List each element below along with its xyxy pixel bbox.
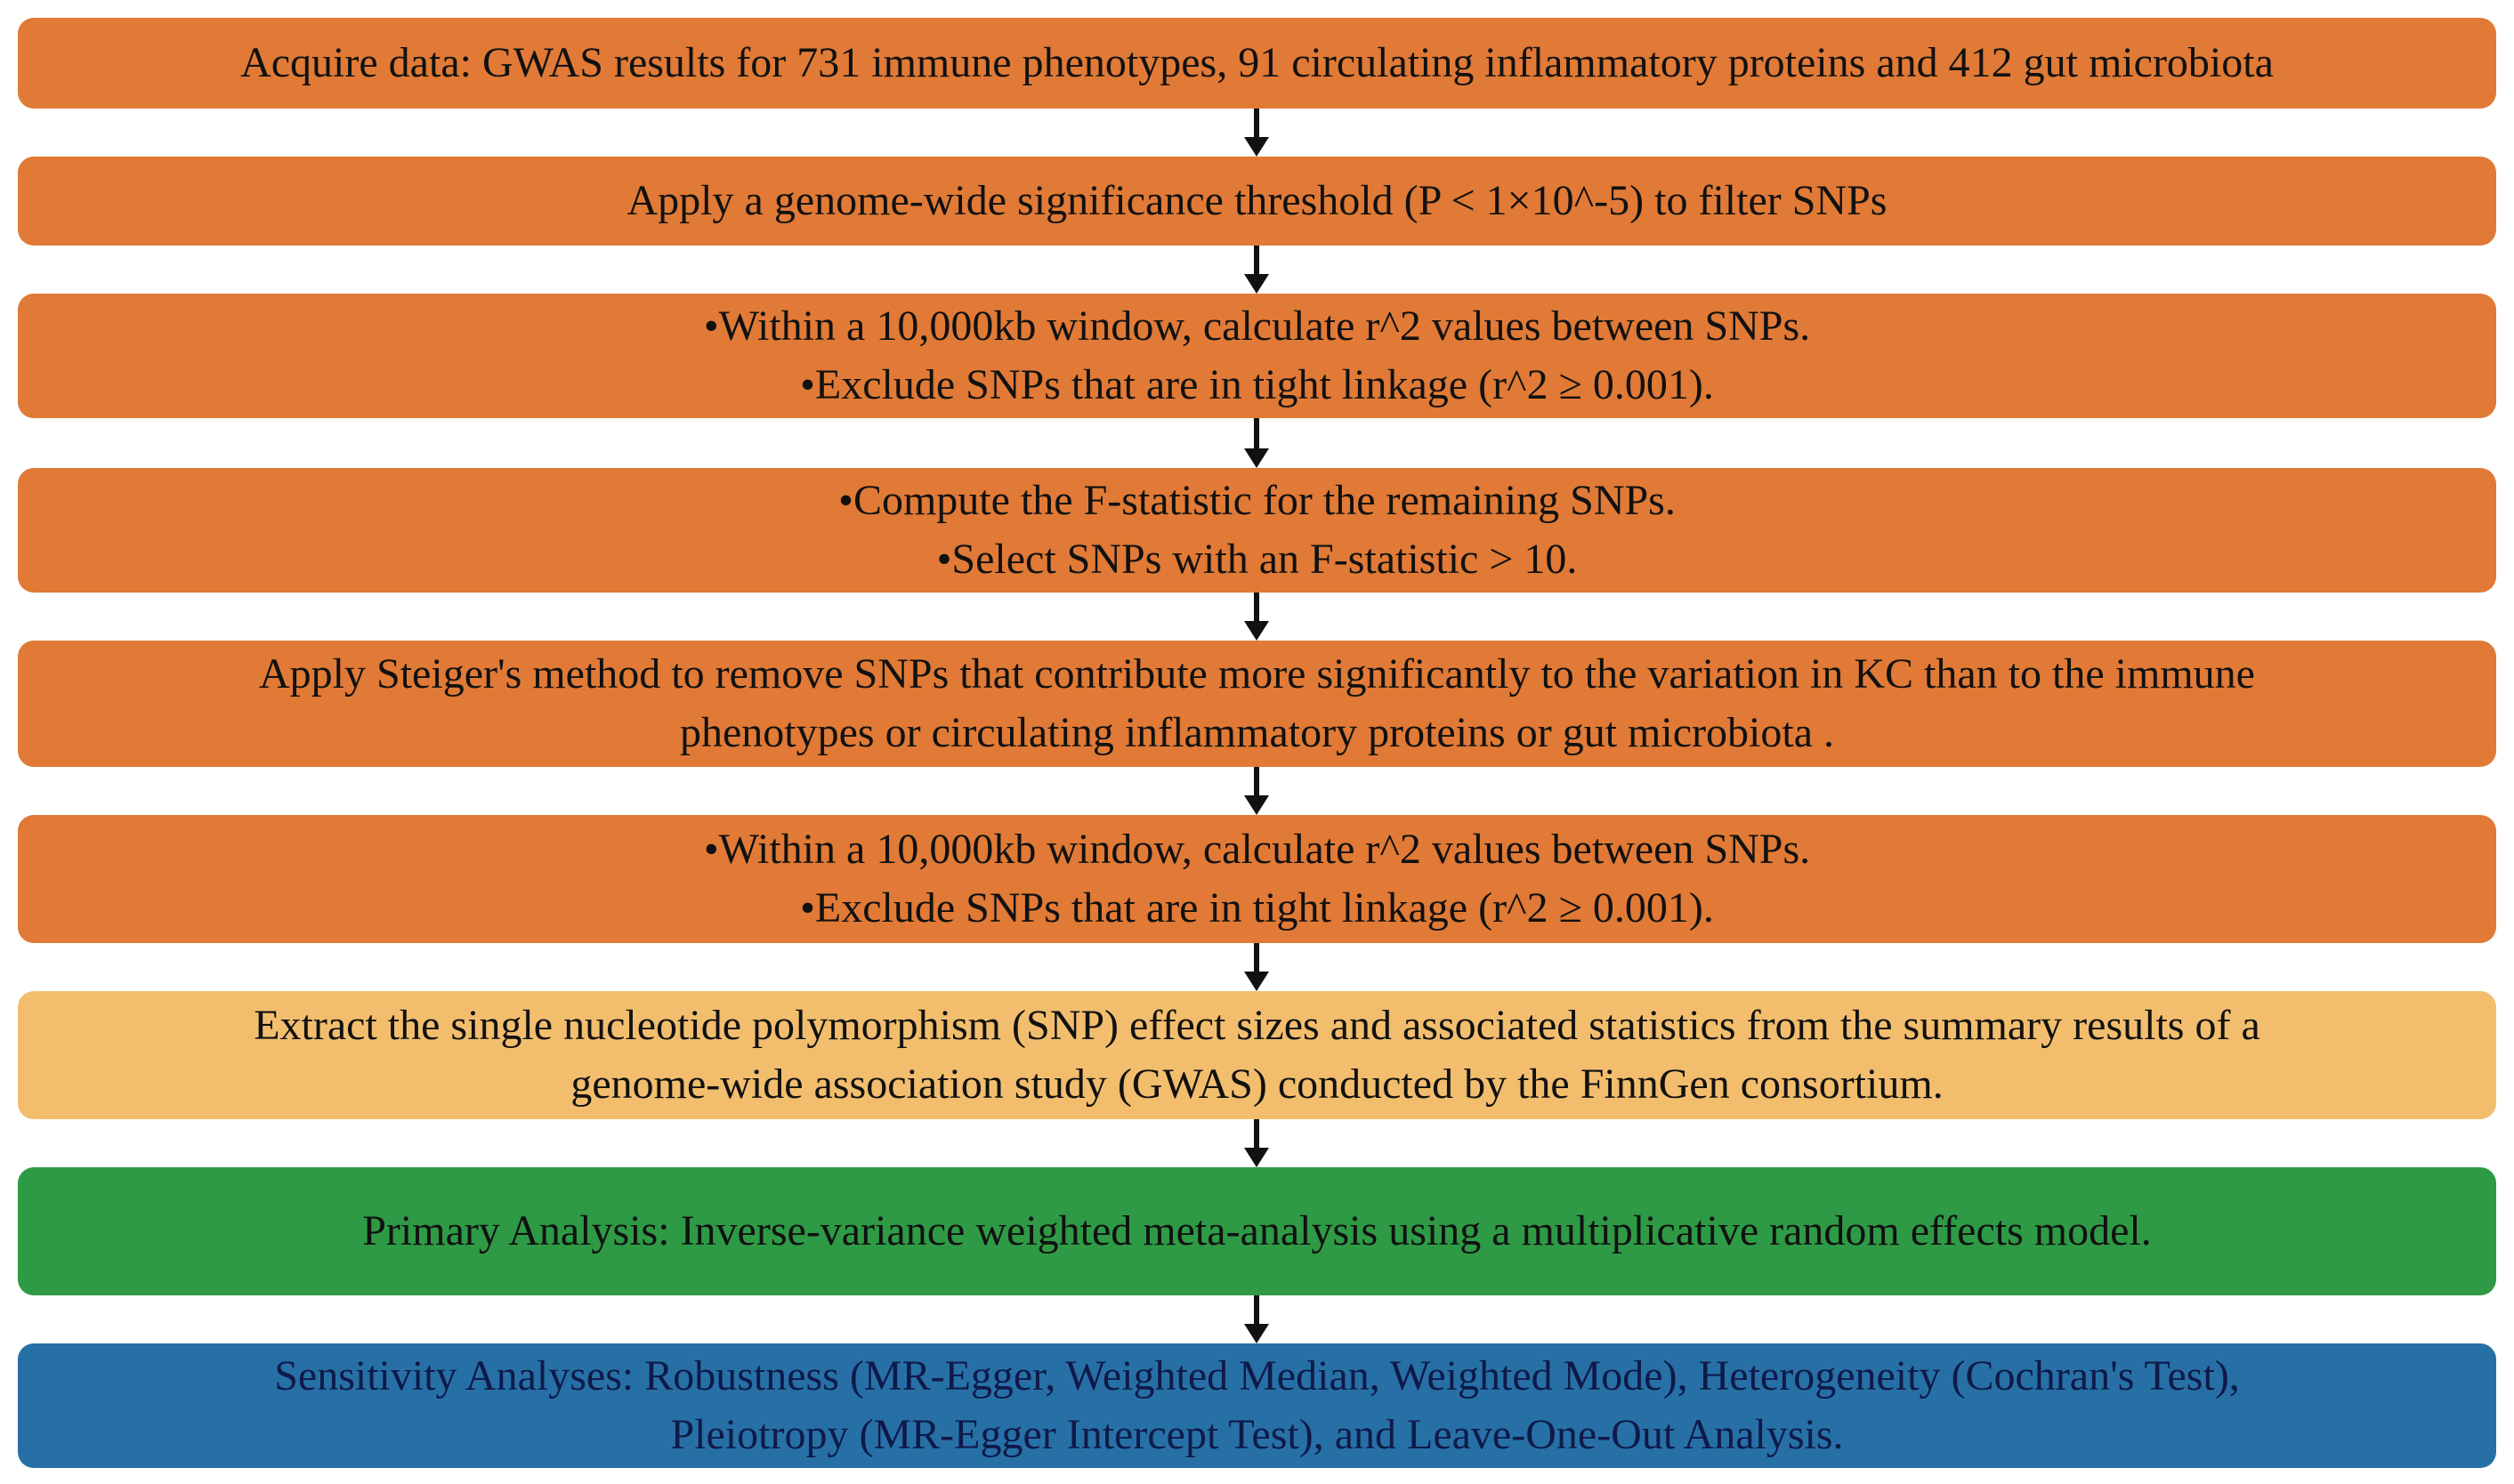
step-8-text: Primary Analysis: Inverse-variance weigh…: [362, 1207, 2152, 1254]
step-1-text: Acquire data: GWAS results for 731 immun…: [240, 39, 2274, 86]
step-5-box: Apply Steiger's method to remove SNPs th…: [18, 641, 2496, 767]
step-5-line-1: Apply Steiger's method to remove SNPs th…: [259, 650, 2255, 698]
step-4-line-1: •Compute the F-statistic for the remaini…: [838, 477, 1676, 524]
arrow-5-to-6: [1244, 767, 1269, 815]
step-9-line-2: Pleiotropy (MR-Egger Intercept Test), an…: [670, 1411, 1844, 1458]
step-3-line-2: •Exclude SNPs that are in tight linkage …: [800, 361, 1714, 408]
arrow-6-to-7: [1244, 943, 1269, 991]
arrow-2-to-3: [1244, 246, 1269, 294]
step-2-box: Apply a genome-wide significance thresho…: [18, 157, 2496, 246]
step-1-box: Acquire data: GWAS results for 731 immun…: [18, 18, 2496, 109]
step-4-line-2: •Select SNPs with an F-statistic > 10.: [936, 536, 1578, 583]
arrow-1-to-2: [1244, 109, 1269, 157]
step-9-line-1: Sensitivity Analyses: Robustness (MR-Egg…: [274, 1352, 2240, 1399]
step-5-line-2: phenotypes or circulating inflammatory p…: [679, 709, 1834, 756]
step-4-box: •Compute the F-statistic for the remaini…: [18, 468, 2496, 593]
step-6-box: •Within a 10,000kb window, calculate r^2…: [18, 815, 2496, 943]
step-7-box: Extract the single nucleotide polymorphi…: [18, 991, 2496, 1119]
step-3-line-1: •Within a 10,000kb window, calculate r^2…: [703, 302, 1811, 350]
step-2-text: Apply a genome-wide significance thresho…: [626, 177, 1888, 224]
step-6-line-2: •Exclude SNPs that are in tight linkage …: [800, 884, 1714, 932]
step-7-line-2: genome-wide association study (GWAS) con…: [570, 1061, 1944, 1108]
step-6-line-1: •Within a 10,000kb window, calculate r^2…: [703, 826, 1811, 873]
arrow-7-to-8: [1244, 1119, 1269, 1167]
step-9-box: Sensitivity Analyses: Robustness (MR-Egg…: [18, 1343, 2496, 1468]
arrow-4-to-5: [1244, 593, 1269, 641]
step-8-box: Primary Analysis: Inverse-variance weigh…: [18, 1167, 2496, 1295]
arrow-8-to-9: [1244, 1295, 1269, 1343]
arrow-3-to-4: [1244, 418, 1269, 468]
step-3-box: •Within a 10,000kb window, calculate r^2…: [18, 294, 2496, 418]
step-7-line-1: Extract the single nucleotide polymorphi…: [254, 1002, 2260, 1049]
